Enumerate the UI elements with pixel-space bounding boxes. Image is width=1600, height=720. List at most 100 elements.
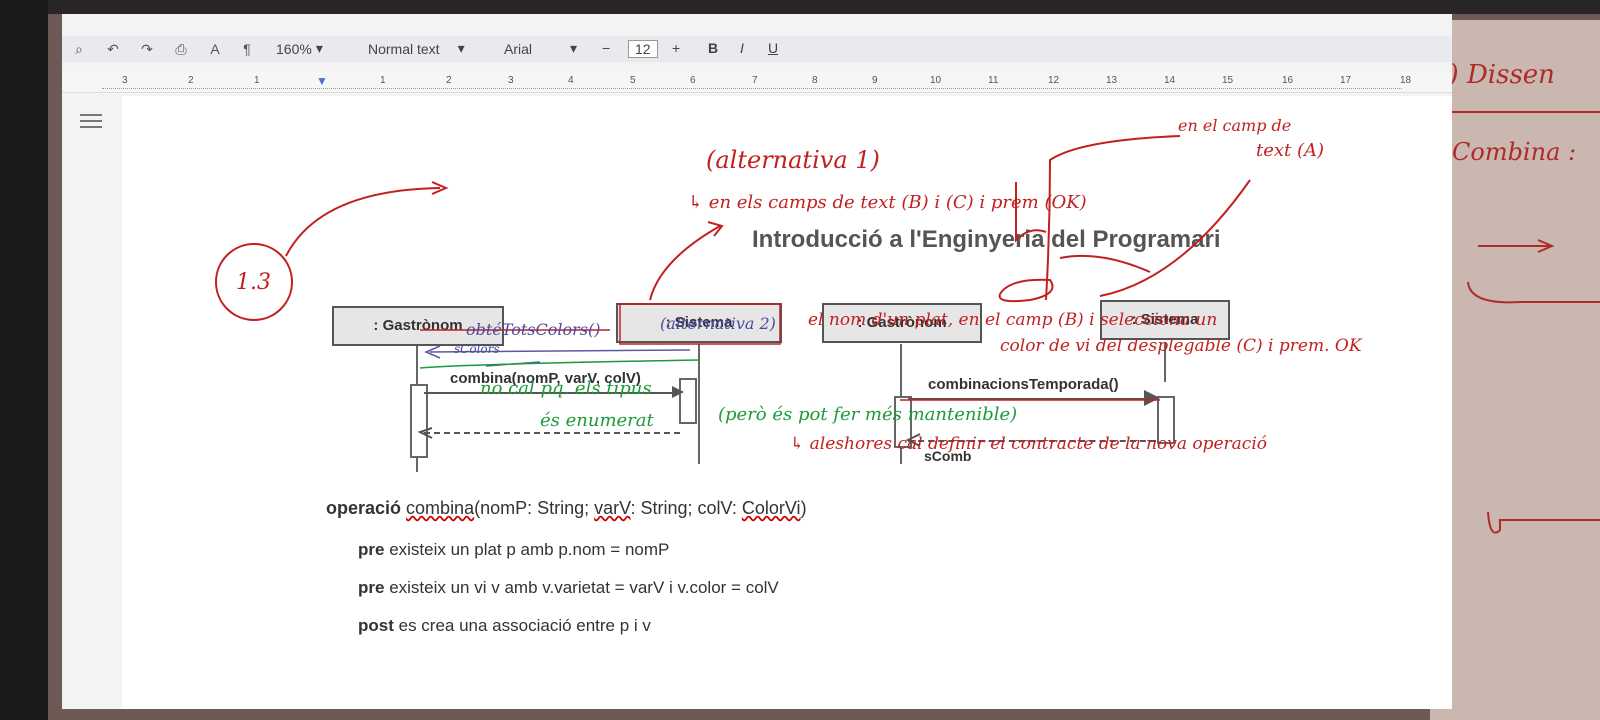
return-arrow [908, 440, 1156, 442]
print-icon[interactable]: ⎙ [175, 41, 187, 57]
font-size-increase[interactable]: + [672, 40, 681, 56]
pre-text: existeix un plat p amb p.nom = nomP [384, 540, 670, 559]
board-heading: 1) Dissen [1432, 60, 1555, 90]
monitor-bezel-left [0, 0, 48, 720]
post-text: es crea una associació entre p i v [393, 616, 651, 635]
precondition-2: pre existeix un vi v amb v.varietat = va… [358, 578, 779, 598]
operation-type: ColorVi [741, 498, 801, 518]
ruler-label: 16 [1282, 75, 1294, 86]
ruler-label: 3 [122, 75, 128, 86]
message-combinacions: combinacionsTemporada() [928, 376, 1119, 393]
lifeline-line [698, 344, 700, 464]
operation-params: : String; colV: [630, 498, 742, 518]
annotation-pero: (però és pot fer més mantenible) [718, 404, 1018, 425]
annotation-alternativa-2: (alternativa 2) [660, 314, 776, 333]
message-arrow [908, 398, 1156, 400]
annotation-es-enum: és enumerat [540, 410, 654, 431]
annotation-camp-a-2: text (A) [1256, 140, 1325, 161]
indent-marker-icon[interactable]: ▼ [316, 74, 328, 88]
document-outline-icon[interactable] [80, 114, 102, 130]
message-arrow [424, 392, 680, 394]
ruler-label: 3 [508, 75, 514, 86]
font-value: Arial [504, 40, 533, 57]
style-value: Normal text [368, 40, 440, 57]
annotation-alternativa: (alternativa 1) [706, 146, 880, 174]
redo-icon[interactable]: ↷ [141, 41, 153, 57]
ruler-label: 7 [752, 75, 758, 86]
docs-toolbar: ⌕ ↶ ↷ ⎙ A ¶ 160%▾ Normal text▾ Arial▾ − … [62, 36, 1452, 62]
ruler-label: 9 [872, 75, 878, 86]
operation-params: ) [800, 498, 807, 518]
board-combina: Combina : [1452, 138, 1577, 166]
return-arrow [424, 432, 680, 434]
ruler-label: 15 [1222, 75, 1234, 86]
ruler-label: 13 [1106, 75, 1118, 86]
ruler-label: 10 [930, 75, 942, 86]
horizontal-ruler[interactable]: 3 2 1 1 2 3 4 5 6 7 8 9 10 11 12 13 14 1… [62, 72, 1452, 93]
return-scomb: sComb [924, 448, 972, 464]
lifeline-gastronom-1: : Gastrònom [332, 306, 504, 346]
activation-bar [679, 378, 697, 424]
annotation-camp-a-1: en el camp de [1178, 116, 1292, 135]
operation-param: varV [594, 498, 631, 518]
ruler-label: 14 [1164, 75, 1176, 86]
screen: ⌕ ↶ ↷ ⎙ A ¶ 160%▾ Normal text▾ Arial▾ − … [62, 14, 1452, 709]
font-select[interactable]: Arial ▾ [504, 40, 577, 57]
operation-name: combina [406, 498, 475, 518]
chevron-down-icon: ▾ [570, 40, 578, 56]
font-size-input[interactable]: 12 [628, 40, 658, 58]
undo-icon[interactable]: ↶ [107, 41, 119, 57]
ruler-label: 5 [630, 75, 636, 86]
paint-format-icon[interactable]: ¶ [243, 41, 251, 57]
ruler-label: 2 [188, 75, 194, 86]
ruler-ticks [102, 88, 1402, 90]
activation-bar [894, 396, 912, 448]
annotation-obte-colors: obtéTotsColors() [466, 320, 601, 339]
ruler-label: 11 [988, 75, 999, 86]
pre-keyword: pre [358, 540, 385, 559]
italic-button[interactable]: I [740, 40, 744, 56]
zoom-select[interactable]: 160%▾ [276, 40, 323, 57]
bold-button[interactable]: B [708, 40, 719, 56]
pre-keyword: pre [358, 578, 385, 597]
pre-text: existeix un vi v amb v.varietat = varV i… [384, 578, 779, 597]
zoom-value: 160% [276, 40, 312, 57]
document-page [122, 96, 1452, 709]
ruler-label: 17 [1340, 75, 1352, 86]
lifeline-sistema-2: : Sistema [1100, 300, 1230, 340]
ruler-label: 6 [690, 75, 696, 86]
monitor-bezel-top [0, 0, 1600, 14]
operation-params: (nomP: String; [474, 498, 595, 518]
style-select[interactable]: Normal text ▾ [368, 40, 465, 57]
font-size-decrease[interactable]: − [602, 40, 611, 56]
lifeline-gastronom-2: : Gastrònom [822, 303, 982, 343]
precondition-1: pre existeix un plat p amb p.nom = nomP [358, 540, 669, 560]
postcondition: post es crea una associació entre p i v [358, 616, 651, 636]
annotation-scolors: sColors [454, 342, 500, 356]
annotation-1-3: 1.3 [236, 270, 271, 295]
whiteboard-background [1430, 20, 1600, 720]
ruler-label: 18 [1400, 75, 1412, 86]
annotation-camps-b-c: ↳ en els camps de text (B) i (C) i prem … [688, 192, 1087, 213]
annotation-aleshores: ↳ aleshores cal definir el contracte de … [790, 434, 1267, 454]
annotation-no-cal: no cal pq. els tipus [480, 378, 652, 399]
underline-button[interactable]: U [768, 40, 779, 56]
ruler-label: 4 [568, 75, 574, 86]
ruler-label: 1 [254, 75, 260, 86]
search-icon[interactable]: ⌕ [75, 41, 83, 57]
spellcheck-icon[interactable]: A [210, 41, 220, 57]
post-keyword: post [358, 616, 394, 635]
operation-keyword: operació [326, 498, 402, 518]
annotation-escull: el nom d'un plat, en el camp (B) i selec… [808, 310, 1218, 330]
lifeline-line [1164, 342, 1166, 382]
ruler-label: 8 [812, 75, 818, 86]
activation-bar [1157, 396, 1175, 444]
document-heading: Introducció a l'Enginyeria del Programar… [752, 226, 1221, 253]
chevron-down-icon: ▾ [457, 40, 465, 56]
operation-signature: operació combina(nomP: String; varV: Str… [326, 498, 807, 519]
annotation-escull-2: color de vi del desplegable (C) i prem. … [1000, 336, 1362, 356]
ruler-label: 12 [1048, 75, 1060, 86]
activation-bar [410, 384, 428, 458]
